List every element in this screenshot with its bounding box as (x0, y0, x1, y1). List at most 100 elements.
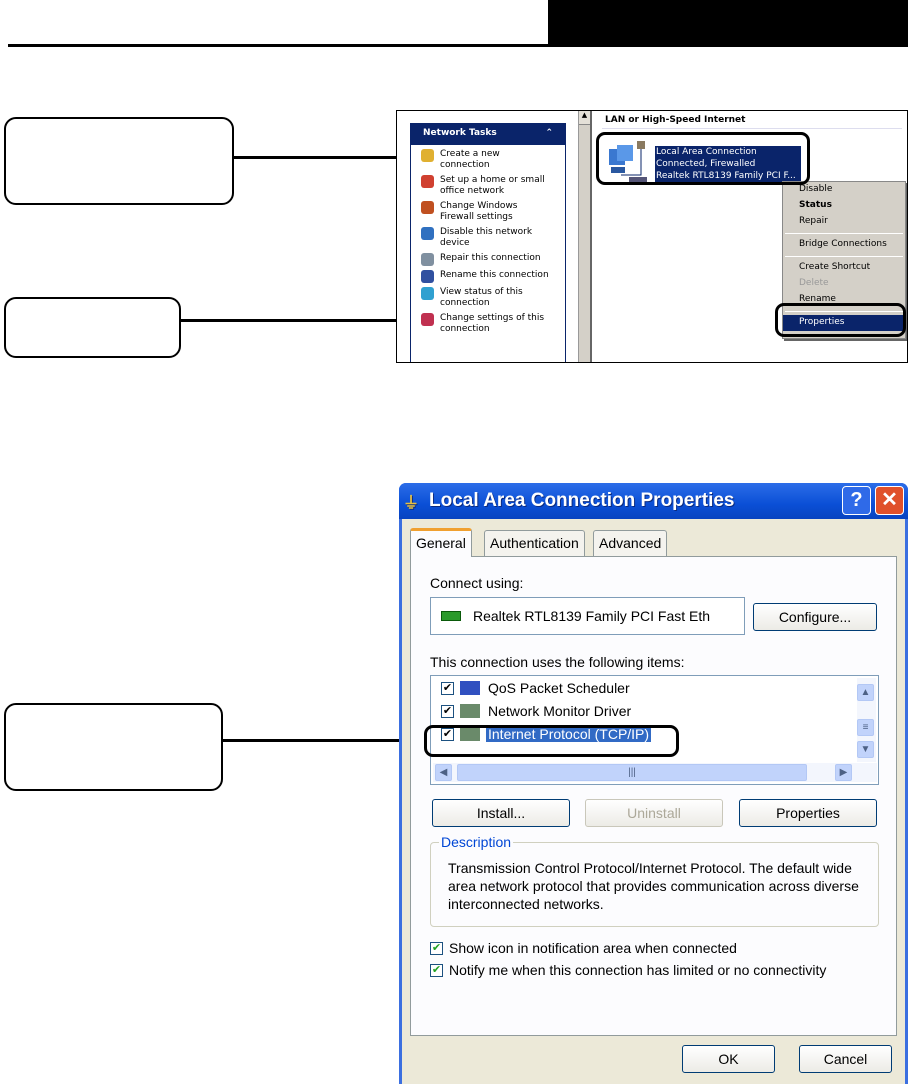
scroll-up-icon[interactable]: ▲ (579, 111, 590, 125)
title-bar[interactable]: ⏚ Local Area Connection Properties (399, 483, 908, 519)
task-label: Repair this connection (440, 253, 541, 263)
notify-option[interactable]: ✔ Notify me when this connection has limi… (430, 962, 826, 978)
menu-item[interactable]: Delete (799, 278, 829, 288)
rename-icon (421, 270, 434, 283)
status-icon (421, 287, 434, 300)
menu-item[interactable]: Disable (799, 184, 833, 194)
dialog-body: General Authentication Advanced Connect … (402, 519, 905, 1084)
component-label: Network Monitor Driver (488, 703, 632, 719)
configure-button[interactable]: Configure... (753, 603, 877, 631)
component-item[interactable]: ✔ Internet Protocol (TCP/IP) (441, 726, 652, 742)
notify-label: Notify me when this connection has limit… (449, 962, 827, 978)
scroll-thumb[interactable]: ≡ (857, 719, 874, 736)
connection-device: Realtek RTL8139 Family PCI F... (656, 171, 796, 181)
dialog-title: Local Area Connection Properties (429, 490, 735, 511)
general-panel: Connect using: Realtek RTL8139 Family PC… (410, 556, 897, 1036)
properties-button[interactable]: Properties (739, 799, 877, 827)
highlight-properties (775, 303, 906, 337)
connect-using-label: Connect using: (430, 575, 524, 591)
scroll-down-icon[interactable]: ▼ (857, 741, 874, 758)
task-item[interactable]: Set up a home or small office network (411, 175, 565, 197)
network-tasks-title: Network Tasks (423, 128, 497, 138)
task-item[interactable]: Disable this network device (411, 227, 565, 249)
menu-separator (785, 256, 903, 257)
uninstall-button[interactable]: Uninstall (585, 799, 723, 827)
network-tasks-header[interactable]: Network Tasks ⌃ (411, 123, 565, 145)
component-label: QoS Packet Scheduler (488, 680, 630, 696)
menu-item[interactable]: Repair (799, 216, 828, 226)
task-item[interactable]: Change settings of this connection (411, 313, 565, 335)
checkbox-notify[interactable]: ✔ (430, 963, 443, 977)
tab-general[interactable]: General (410, 528, 472, 557)
description-group: Description Transmission Control Protoco… (430, 834, 879, 927)
lan-connection-item[interactable]: Local Area Connection Connected, Firewal… (655, 146, 801, 182)
callout-box-2 (4, 297, 181, 358)
task-label: View status of this connection (440, 287, 523, 308)
menu-item[interactable]: Status (799, 200, 832, 210)
menu-item[interactable]: Properties (783, 315, 905, 331)
callout-box-1 (4, 117, 234, 205)
menu-item[interactable]: Create Shortcut (799, 262, 871, 272)
h-scroll-thumb[interactable]: ||| (457, 764, 807, 781)
adapter-name: Realtek RTL8139 Family PCI Fast Eth (473, 608, 711, 624)
close-button[interactable]: ✕ (875, 486, 904, 515)
task-item[interactable]: Repair this connection (411, 253, 565, 266)
component-checkbox[interactable]: ✔ (441, 681, 454, 695)
ok-button[interactable]: OK (682, 1045, 775, 1073)
group-title: LAN or High-Speed Internet (605, 115, 746, 125)
double-chevron-up-icon[interactable]: ⌃ (545, 128, 553, 138)
new-connection-icon (421, 149, 434, 162)
vertical-scrollbar[interactable]: ▲ ≡ ▼ (857, 678, 876, 762)
cancel-button[interactable]: Cancel (799, 1045, 892, 1073)
highlight-connection (596, 132, 810, 185)
component-checkbox[interactable]: ✔ (441, 727, 454, 741)
home-network-icon (421, 175, 434, 188)
components-list: ✔ QoS Packet Scheduler ✔ Network Monitor Dr… (430, 675, 879, 785)
scroll-left-icon[interactable]: ◀ (435, 764, 452, 781)
task-item[interactable]: Create a new connection (411, 149, 565, 171)
tasks-scrollbar[interactable]: ▲ (578, 111, 592, 362)
callout-line-3 (223, 739, 427, 742)
task-item[interactable]: Rename this connection (411, 270, 565, 283)
show-icon-label: Show icon in notification area when conn… (449, 940, 737, 956)
menu-item[interactable]: Rename (799, 294, 836, 304)
component-label: Internet Protocol (TCP/IP) (486, 726, 652, 742)
show-icon-option[interactable]: ✔ Show icon in notification area when con… (430, 940, 737, 956)
header-bar (548, 0, 908, 47)
group-divider (602, 128, 902, 129)
menu-separator (785, 233, 903, 234)
header-rule (8, 44, 548, 47)
scroll-right-icon[interactable]: ▶ (835, 764, 852, 781)
tab-authentication[interactable]: Authentication (484, 530, 585, 556)
highlight-tcpip (424, 725, 679, 757)
component-item[interactable]: ✔ Network Monitor Driver (441, 703, 633, 719)
network-card-icon (441, 611, 461, 621)
horizontal-scrollbar[interactable]: ◀ ||| ▶ (433, 763, 877, 782)
adapter-field: Realtek RTL8139 Family PCI Fast Eth (430, 597, 745, 635)
task-label: Rename this connection (440, 270, 549, 280)
checkbox-show-icon[interactable]: ✔ (430, 941, 443, 955)
repair-icon (421, 253, 434, 266)
description-label: Description (439, 834, 514, 850)
menu-separator (785, 311, 903, 312)
task-label: Create a new connection (440, 149, 500, 170)
task-item[interactable]: View status of this connection (411, 287, 565, 309)
settings-icon (421, 313, 434, 326)
task-item[interactable]: Change Windows Firewall settings (411, 201, 565, 223)
properties-dialog: ⏚ Local Area Connection Properties ? ✕ G… (399, 483, 908, 1084)
protocol-icon (460, 727, 480, 741)
menu-item[interactable]: Bridge Connections (799, 239, 887, 249)
protocol-icon (460, 704, 480, 718)
component-item[interactable]: ✔ QoS Packet Scheduler (441, 680, 632, 696)
tab-advanced[interactable]: Advanced (593, 530, 668, 556)
lan-connection-icon[interactable] (607, 141, 649, 185)
items-label: This connection uses the following items… (430, 654, 685, 670)
callout-box-3 (4, 703, 223, 791)
install-button[interactable]: Install... (432, 799, 570, 827)
component-checkbox[interactable]: ✔ (441, 704, 454, 718)
scroll-up-icon[interactable]: ▲ (857, 684, 874, 701)
help-button[interactable]: ? (842, 486, 871, 515)
